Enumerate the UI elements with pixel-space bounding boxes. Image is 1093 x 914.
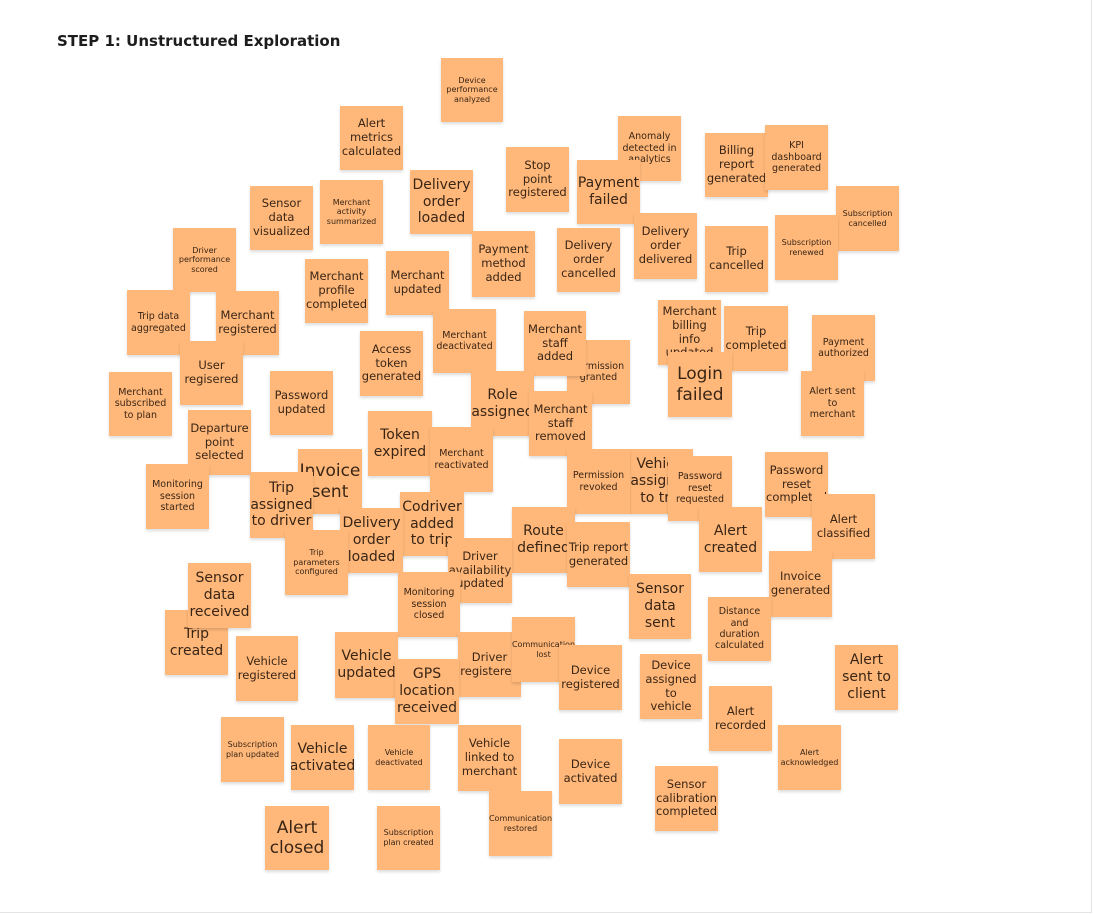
sticky-note[interactable]: Communication restored bbox=[489, 791, 552, 856]
sticky-note[interactable]: Sensor data sent bbox=[629, 574, 691, 639]
sticky-note[interactable]: Distance and duration calculated bbox=[708, 597, 771, 661]
sticky-note[interactable]: Delivery order loaded bbox=[410, 170, 473, 234]
sticky-note[interactable]: Driver availability updated bbox=[448, 538, 512, 603]
sticky-note[interactable]: Role assigned bbox=[471, 371, 534, 436]
sticky-note[interactable]: Access token generated bbox=[360, 331, 423, 396]
sticky-note[interactable]: Vehicle linked to merchant bbox=[458, 725, 521, 791]
sticky-note[interactable]: Sensor calibration completed bbox=[655, 766, 718, 831]
sticky-note[interactable]: Billing report generated bbox=[705, 133, 768, 197]
sticky-note[interactable]: Merchant subscribed to plan bbox=[109, 372, 172, 436]
sticky-note[interactable]: Invoice generated bbox=[769, 551, 832, 617]
sticky-note[interactable]: Subscription cancelled bbox=[836, 186, 899, 251]
sticky-note[interactable]: Device registered bbox=[559, 645, 622, 710]
sticky-note[interactable]: Payment authorized bbox=[812, 315, 875, 381]
sticky-note[interactable]: Trip completed bbox=[724, 306, 788, 371]
sticky-note[interactable]: Subscription renewed bbox=[775, 215, 838, 280]
sticky-note[interactable]: Alert sent to client bbox=[835, 645, 898, 710]
sticky-note[interactable]: GPS location received bbox=[395, 659, 459, 724]
sticky-note[interactable]: Vehicle deactivated bbox=[368, 725, 430, 790]
sticky-note[interactable]: Subscription plan updated bbox=[221, 717, 284, 782]
sticky-note[interactable]: Device activated bbox=[559, 739, 622, 804]
sticky-note[interactable]: Vehicle updated bbox=[335, 632, 398, 698]
sticky-note[interactable]: Alert acknowledged bbox=[778, 725, 841, 790]
sticky-note[interactable]: Alert created bbox=[699, 507, 762, 572]
sticky-note[interactable]: Merchant activity summarized bbox=[320, 180, 383, 244]
sticky-note[interactable]: Device performance analyzed bbox=[441, 58, 503, 122]
sticky-note[interactable]: Subscription plan created bbox=[377, 806, 440, 870]
sticky-note[interactable]: Merchant staff added bbox=[524, 311, 586, 376]
sticky-note[interactable]: Merchant profile completed bbox=[305, 259, 368, 323]
sticky-note[interactable]: Permission revoked bbox=[567, 449, 630, 514]
sticky-note[interactable]: Alert closed bbox=[265, 806, 329, 870]
sticky-note[interactable]: Delivery order cancelled bbox=[557, 228, 620, 292]
sticky-note[interactable]: Monitoring session started bbox=[146, 464, 209, 529]
sticky-note[interactable]: Route defined bbox=[512, 507, 575, 573]
sticky-note[interactable]: Delivery order delivered bbox=[634, 213, 697, 279]
sticky-note[interactable]: Trip parameters configured bbox=[285, 530, 348, 595]
sticky-note[interactable]: Alert sent to merchant bbox=[801, 371, 864, 436]
sticky-note[interactable]: Stop point registered bbox=[506, 147, 569, 212]
sticky-note[interactable]: Alert classified bbox=[812, 494, 875, 559]
sticky-note[interactable]: Trip cancelled bbox=[705, 226, 768, 292]
sticky-note[interactable]: Payment method added bbox=[472, 231, 535, 297]
sticky-note[interactable]: Login failed bbox=[668, 352, 732, 417]
sticky-note[interactable]: Vehicle registered bbox=[236, 636, 298, 701]
sticky-note[interactable]: Token expired bbox=[368, 411, 432, 476]
sticky-note[interactable]: Trip data aggregated bbox=[127, 290, 190, 355]
sticky-note[interactable]: Password updated bbox=[270, 371, 333, 435]
sticky-note[interactable]: Driver performance scored bbox=[173, 228, 236, 292]
sticky-note[interactable]: Delivery order loaded bbox=[340, 508, 403, 573]
sticky-note[interactable]: Trip assigned to driver bbox=[250, 472, 313, 538]
sticky-note[interactable]: Departure point selected bbox=[188, 410, 251, 475]
sticky-note[interactable]: User regisered bbox=[180, 341, 243, 405]
sticky-note[interactable]: Merchant deactivated bbox=[433, 309, 496, 373]
sticky-note[interactable]: Trip report generated bbox=[567, 522, 630, 587]
sticky-note[interactable]: Merchant reactivated bbox=[430, 427, 493, 492]
sticky-note[interactable]: Vehicle activated bbox=[291, 725, 354, 790]
sticky-note[interactable]: KPI dashboard generated bbox=[765, 125, 828, 190]
sticky-note[interactable]: Alert metrics calculated bbox=[340, 106, 403, 170]
sticky-note[interactable]: Alert recorded bbox=[709, 686, 772, 751]
sticky-note[interactable]: Merchant updated bbox=[386, 251, 449, 315]
board-title: STEP 1: Unstructured Exploration bbox=[57, 32, 341, 50]
sticky-note[interactable]: Device assigned to vehicle bbox=[640, 654, 702, 719]
sticky-note[interactable]: Driver registered bbox=[458, 632, 521, 697]
sticky-note[interactable]: Payment failed bbox=[577, 160, 640, 224]
sticky-note[interactable]: Sensor data visualized bbox=[250, 186, 313, 250]
sticky-note[interactable]: Merchant staff removed bbox=[529, 391, 592, 456]
sticky-note[interactable]: Monitoring session closed bbox=[398, 572, 460, 637]
sticky-note[interactable]: Sensor data received bbox=[188, 563, 251, 628]
